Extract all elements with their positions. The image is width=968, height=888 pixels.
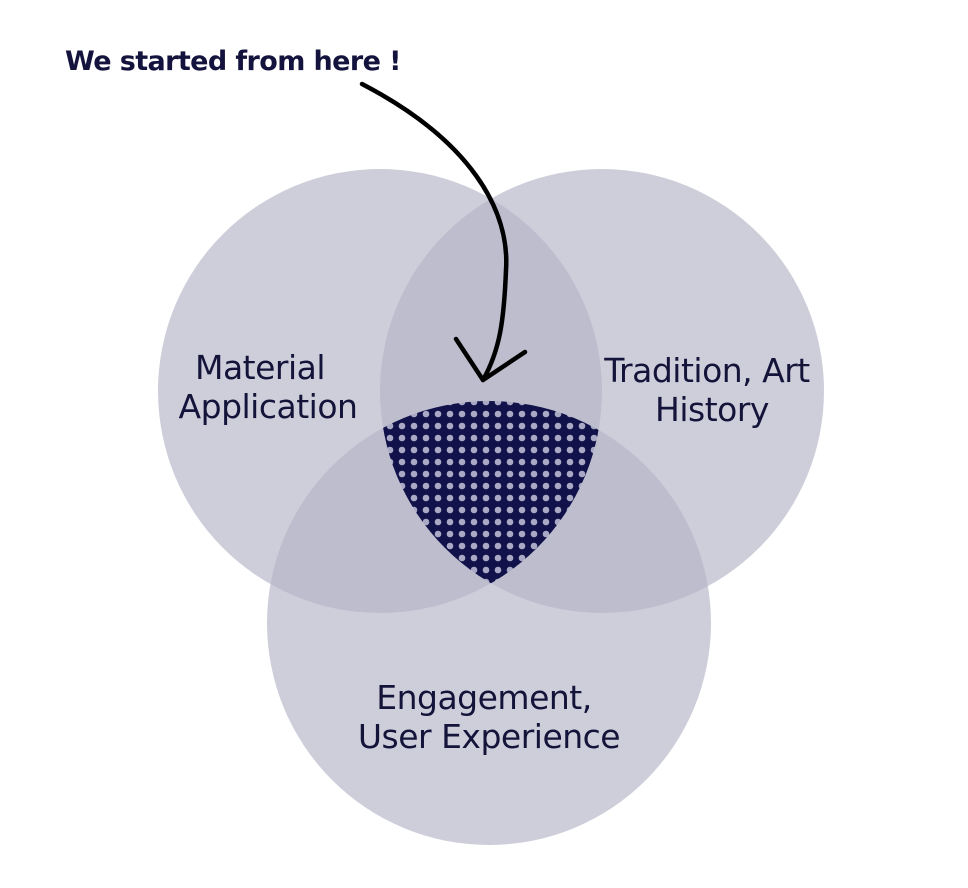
label-material-application: Material Application [179,348,358,426]
circle-engagement-user-experience [267,401,711,845]
label-engagement-user-experience: Engagement, User Experience [358,678,620,756]
label-tradition-art-history: Tradition, Art History [603,351,820,429]
curved-arrow-icon [359,81,528,383]
callout-text: We started from here ! [65,46,401,77]
